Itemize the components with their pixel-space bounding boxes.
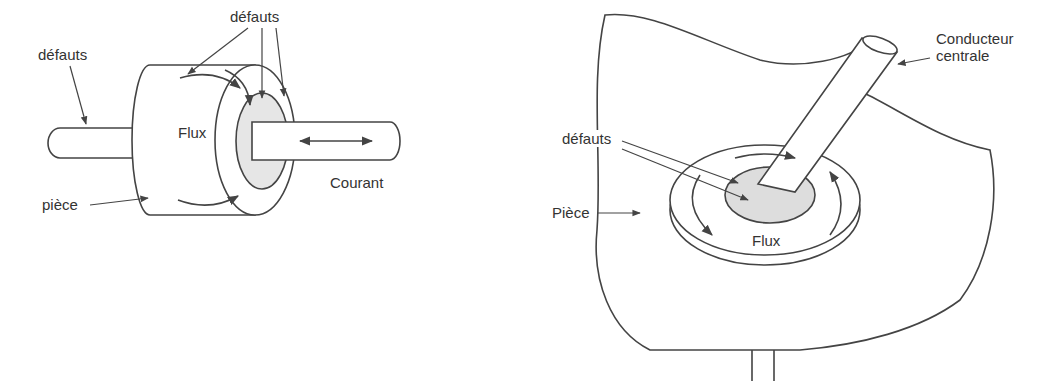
leader-line: [898, 58, 930, 64]
leader-line: [261, 28, 262, 98]
rod: [252, 122, 400, 160]
part-label: défauts: [560, 130, 613, 147]
central-conductor: [758, 38, 897, 192]
leader-line: [622, 141, 738, 183]
flux-arrow: [830, 172, 841, 235]
leader-line: [90, 198, 148, 205]
leader-line: [598, 212, 640, 213]
boss-face: [670, 145, 860, 255]
flux-arrow: [225, 70, 250, 105]
part-label: défauts: [36, 46, 89, 63]
leader-line: [188, 28, 248, 74]
leader-line: [276, 28, 284, 96]
part-label: Flux: [176, 124, 208, 141]
conductor-end: [861, 32, 900, 57]
leader-line: [70, 66, 86, 124]
part-label: défauts: [228, 8, 281, 25]
current-arrow: [300, 140, 372, 142]
part-label: Courant: [328, 174, 385, 191]
flux-arrow: [735, 154, 795, 158]
part-label: Conducteur centrale: [934, 30, 1034, 64]
leader-line: [622, 149, 748, 200]
part-label: Flux: [750, 232, 782, 249]
part-label: Pièce: [550, 204, 592, 221]
part-outline: [596, 14, 994, 350]
flux-arrow: [180, 75, 240, 88]
flux-arrow: [178, 196, 238, 205]
part-label: pièce: [40, 196, 80, 213]
